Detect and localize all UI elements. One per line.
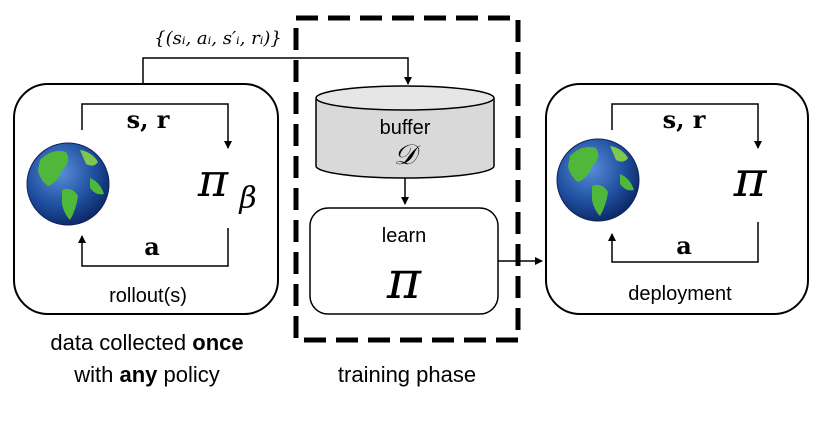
state-reward-label-left: s, r	[127, 105, 170, 134]
buffer-label: buffer	[380, 117, 431, 139]
data-flow-arrow	[142, 57, 412, 85]
learned-policy-symbol: π	[386, 251, 422, 311]
buffer-cylinder	[315, 85, 495, 179]
transition-tuple-label: {(sᵢ, aᵢ, s′ᵢ, rᵢ)}	[154, 28, 282, 49]
action-arrow-right	[608, 222, 759, 263]
deployed-policy-symbol: π	[733, 150, 768, 208]
behavior-policy-symbol: π	[197, 153, 229, 207]
state-reward-label-right: s, r	[663, 105, 706, 134]
action-arrow-left	[78, 228, 229, 267]
behavior-policy-subscript: β	[238, 181, 256, 216]
rollout-caption: rollout(s)	[109, 285, 187, 307]
state-reward-arrow-left	[81, 103, 232, 149]
any-policy-caption: with any policy	[73, 362, 220, 387]
action-label-right: a	[676, 231, 692, 260]
globe-icon	[26, 142, 110, 226]
rollout-panel	[13, 83, 279, 315]
deployment-caption: deployment	[628, 283, 732, 305]
data-collected-caption: data collected once	[50, 330, 243, 355]
state-reward-arrow-right	[611, 103, 762, 149]
globe-icon	[556, 138, 640, 222]
action-label-left: a	[144, 232, 160, 261]
training-phase-caption: training phase	[338, 362, 476, 387]
learn-label: learn	[382, 225, 426, 247]
training-phase-box	[293, 15, 521, 343]
